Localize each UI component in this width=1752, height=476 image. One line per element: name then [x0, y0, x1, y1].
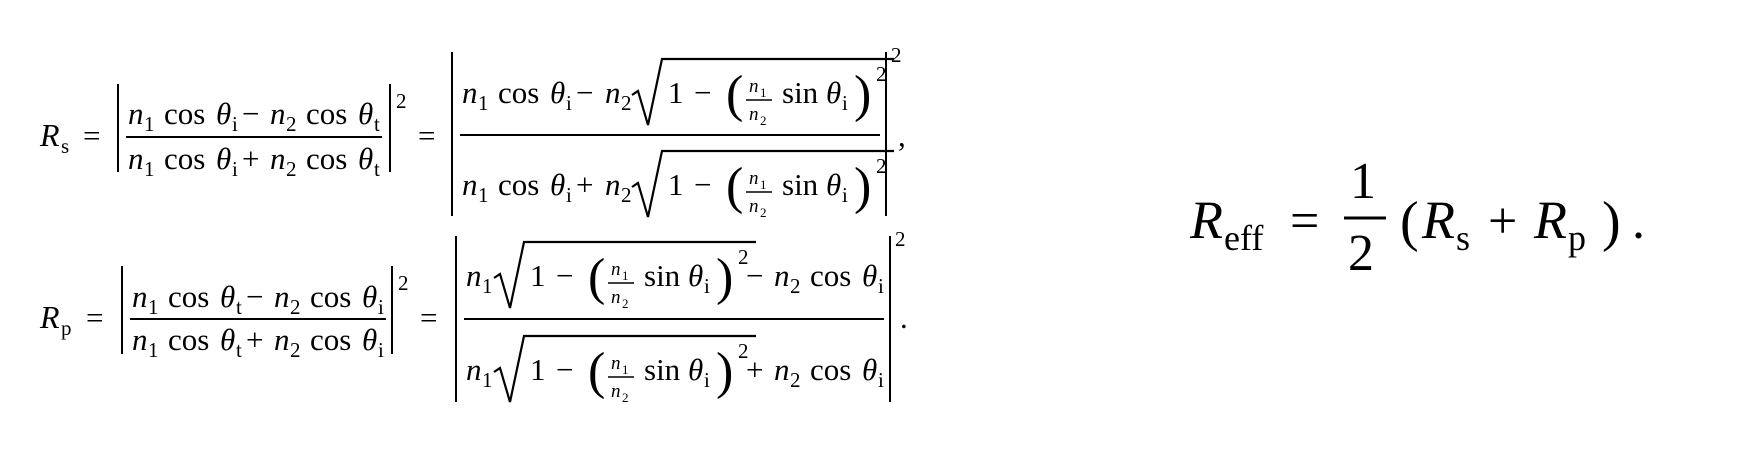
reff-subscript: eff [1224, 218, 1263, 258]
svg-text:n: n [605, 167, 621, 202]
effective-reflectance-equation: R eff = 1 2 ( R s + R p ) . [1190, 153, 1645, 282]
equals-sign: = [1290, 193, 1319, 250]
svg-text:+: + [246, 322, 263, 357]
svg-text:+: + [746, 352, 763, 387]
rs-term-symbol: R [1421, 190, 1455, 250]
equals-sign: = [420, 300, 437, 335]
svg-text:−: − [242, 96, 259, 131]
svg-text:2: 2 [621, 91, 632, 115]
equals-sign: = [418, 118, 435, 153]
paren-open: ( [1400, 191, 1419, 253]
rp-simple-fraction: − + [130, 279, 386, 362]
reff-symbol: R [1190, 190, 1223, 250]
half-denominator: 2 [1348, 225, 1374, 282]
svg-text:n: n [466, 258, 482, 293]
rs-equation: R s = − + 2 = − n 2 + n 2 [39, 43, 906, 222]
rp-term-symbol: R [1533, 190, 1567, 250]
svg-text:+: + [576, 167, 593, 202]
rs-simple-fraction: − + [126, 96, 382, 181]
plus-sign: + [1488, 193, 1517, 250]
exponent: 2 [398, 271, 409, 295]
rp-symbol: R [39, 299, 60, 335]
svg-text:2: 2 [621, 183, 632, 207]
svg-text:1: 1 [482, 274, 493, 298]
rs-subscript: s [61, 134, 69, 158]
exponent: 2 [895, 227, 906, 251]
equals-sign: = [86, 300, 103, 335]
rs-full-fraction: − n 2 + n 2 [460, 57, 896, 222]
svg-text:n: n [466, 352, 482, 387]
paren-close: ) [1602, 191, 1621, 253]
rp-term-subscript: p [1568, 218, 1586, 258]
equals-sign: = [83, 118, 100, 153]
fresnel-reflectance-equations: n 1 cos θ i n 1 cos θ t n 2 cos θ i n 2 … [39, 43, 908, 407]
trailing-punctuation: . [900, 300, 908, 335]
exponent: 2 [396, 89, 407, 113]
rs-symbol: R [39, 117, 60, 153]
rs-term-subscript: s [1456, 218, 1470, 258]
exponent: 2 [891, 43, 902, 67]
trailing-punctuation: . [1632, 193, 1645, 250]
svg-text:n: n [605, 75, 621, 110]
svg-text:−: − [746, 258, 763, 293]
svg-text:−: − [246, 279, 263, 314]
rp-equation: R p = − + 2 = n 1 − n 1 + [39, 227, 908, 407]
svg-text:−: − [576, 75, 593, 110]
half-numerator: 1 [1350, 153, 1376, 210]
rp-subscript: p [61, 316, 72, 340]
svg-text:1: 1 [482, 368, 493, 392]
trailing-punctuation: , [898, 118, 906, 153]
rp-full-fraction: n 1 − n 1 + [464, 240, 884, 407]
svg-text:+: + [242, 141, 259, 176]
